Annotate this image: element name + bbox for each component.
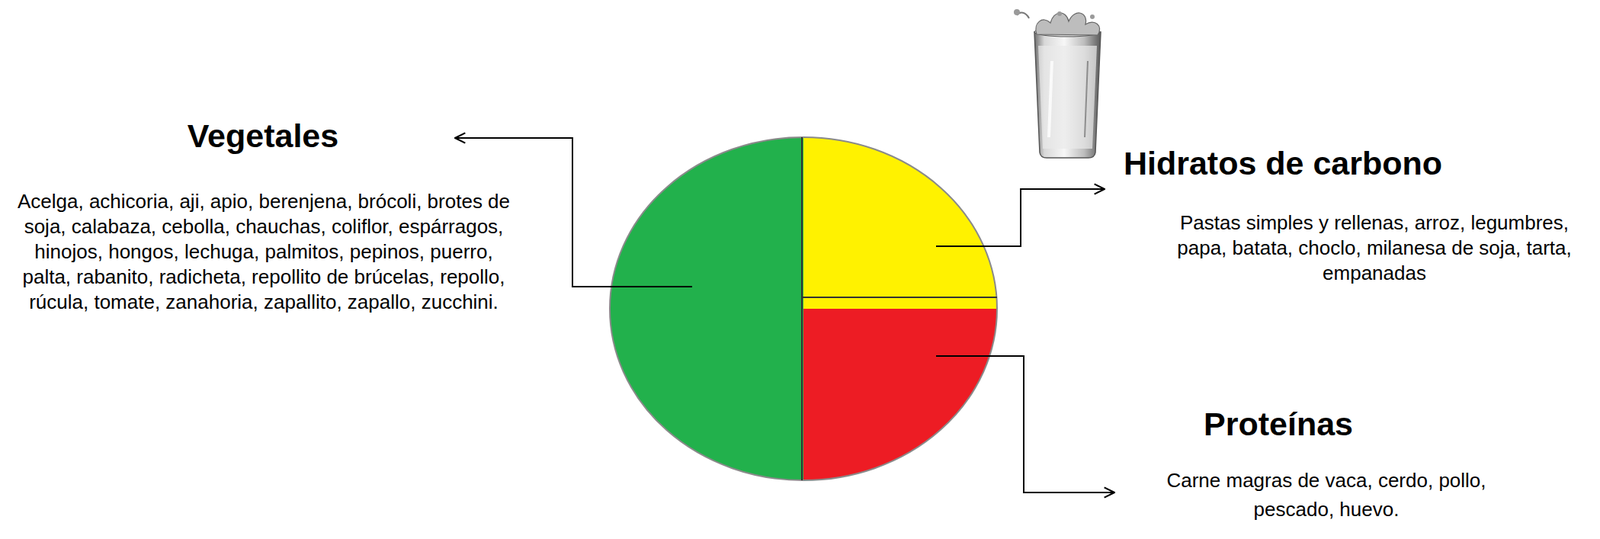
leader-line (936, 189, 1105, 247)
water-glass (1013, 9, 1101, 158)
section-heading: Vegetales (110, 115, 416, 156)
food-list: Carne magras de vaca, cerdo, pollo, pesc… (1128, 465, 1525, 524)
food-list: Acelga, achicoria, aji, apio, berenjena,… (12, 189, 516, 315)
food-list: Pastas simples y rellenas, arroz, legumb… (1154, 210, 1595, 286)
protein-section (803, 308, 998, 481)
carbohydrate-section (803, 137, 998, 309)
plate-divider (801, 137, 803, 481)
section-heading: Proteínas (1125, 404, 1431, 444)
plate (609, 137, 998, 481)
vegetable-section (609, 137, 804, 481)
plate-outline (609, 137, 998, 481)
section-heading: Hidratos de carbono (1111, 143, 1455, 183)
leader-line (936, 355, 1115, 493)
plate-divider (801, 296, 998, 299)
